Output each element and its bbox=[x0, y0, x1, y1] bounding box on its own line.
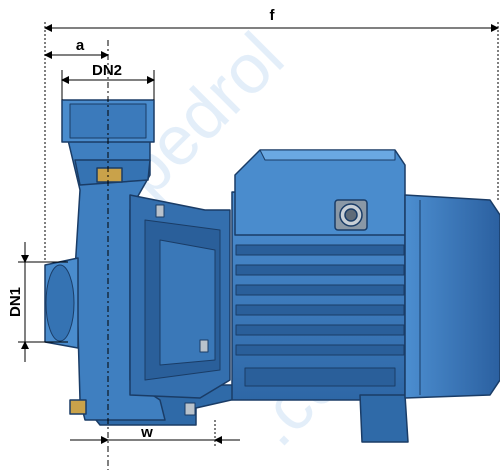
dimension-label-f: f bbox=[270, 7, 276, 24]
brass-plug-bottom bbox=[69, 399, 87, 415]
cooling-fins bbox=[235, 244, 405, 387]
pump-illustration bbox=[44, 99, 500, 443]
terminal-box bbox=[234, 149, 406, 236]
cable-gland bbox=[334, 199, 368, 231]
dimension-label-dn1: DN1 bbox=[7, 287, 24, 317]
brass-plug-top bbox=[96, 167, 123, 183]
dimension-lines bbox=[18, 22, 499, 470]
dimension-label-w: w bbox=[140, 424, 153, 441]
dimension-label-a: a bbox=[76, 37, 85, 54]
fan-cover bbox=[404, 194, 500, 399]
bolts bbox=[155, 204, 209, 416]
dimension-label-dn2: DN2 bbox=[92, 62, 122, 79]
motor-foot bbox=[359, 394, 409, 443]
